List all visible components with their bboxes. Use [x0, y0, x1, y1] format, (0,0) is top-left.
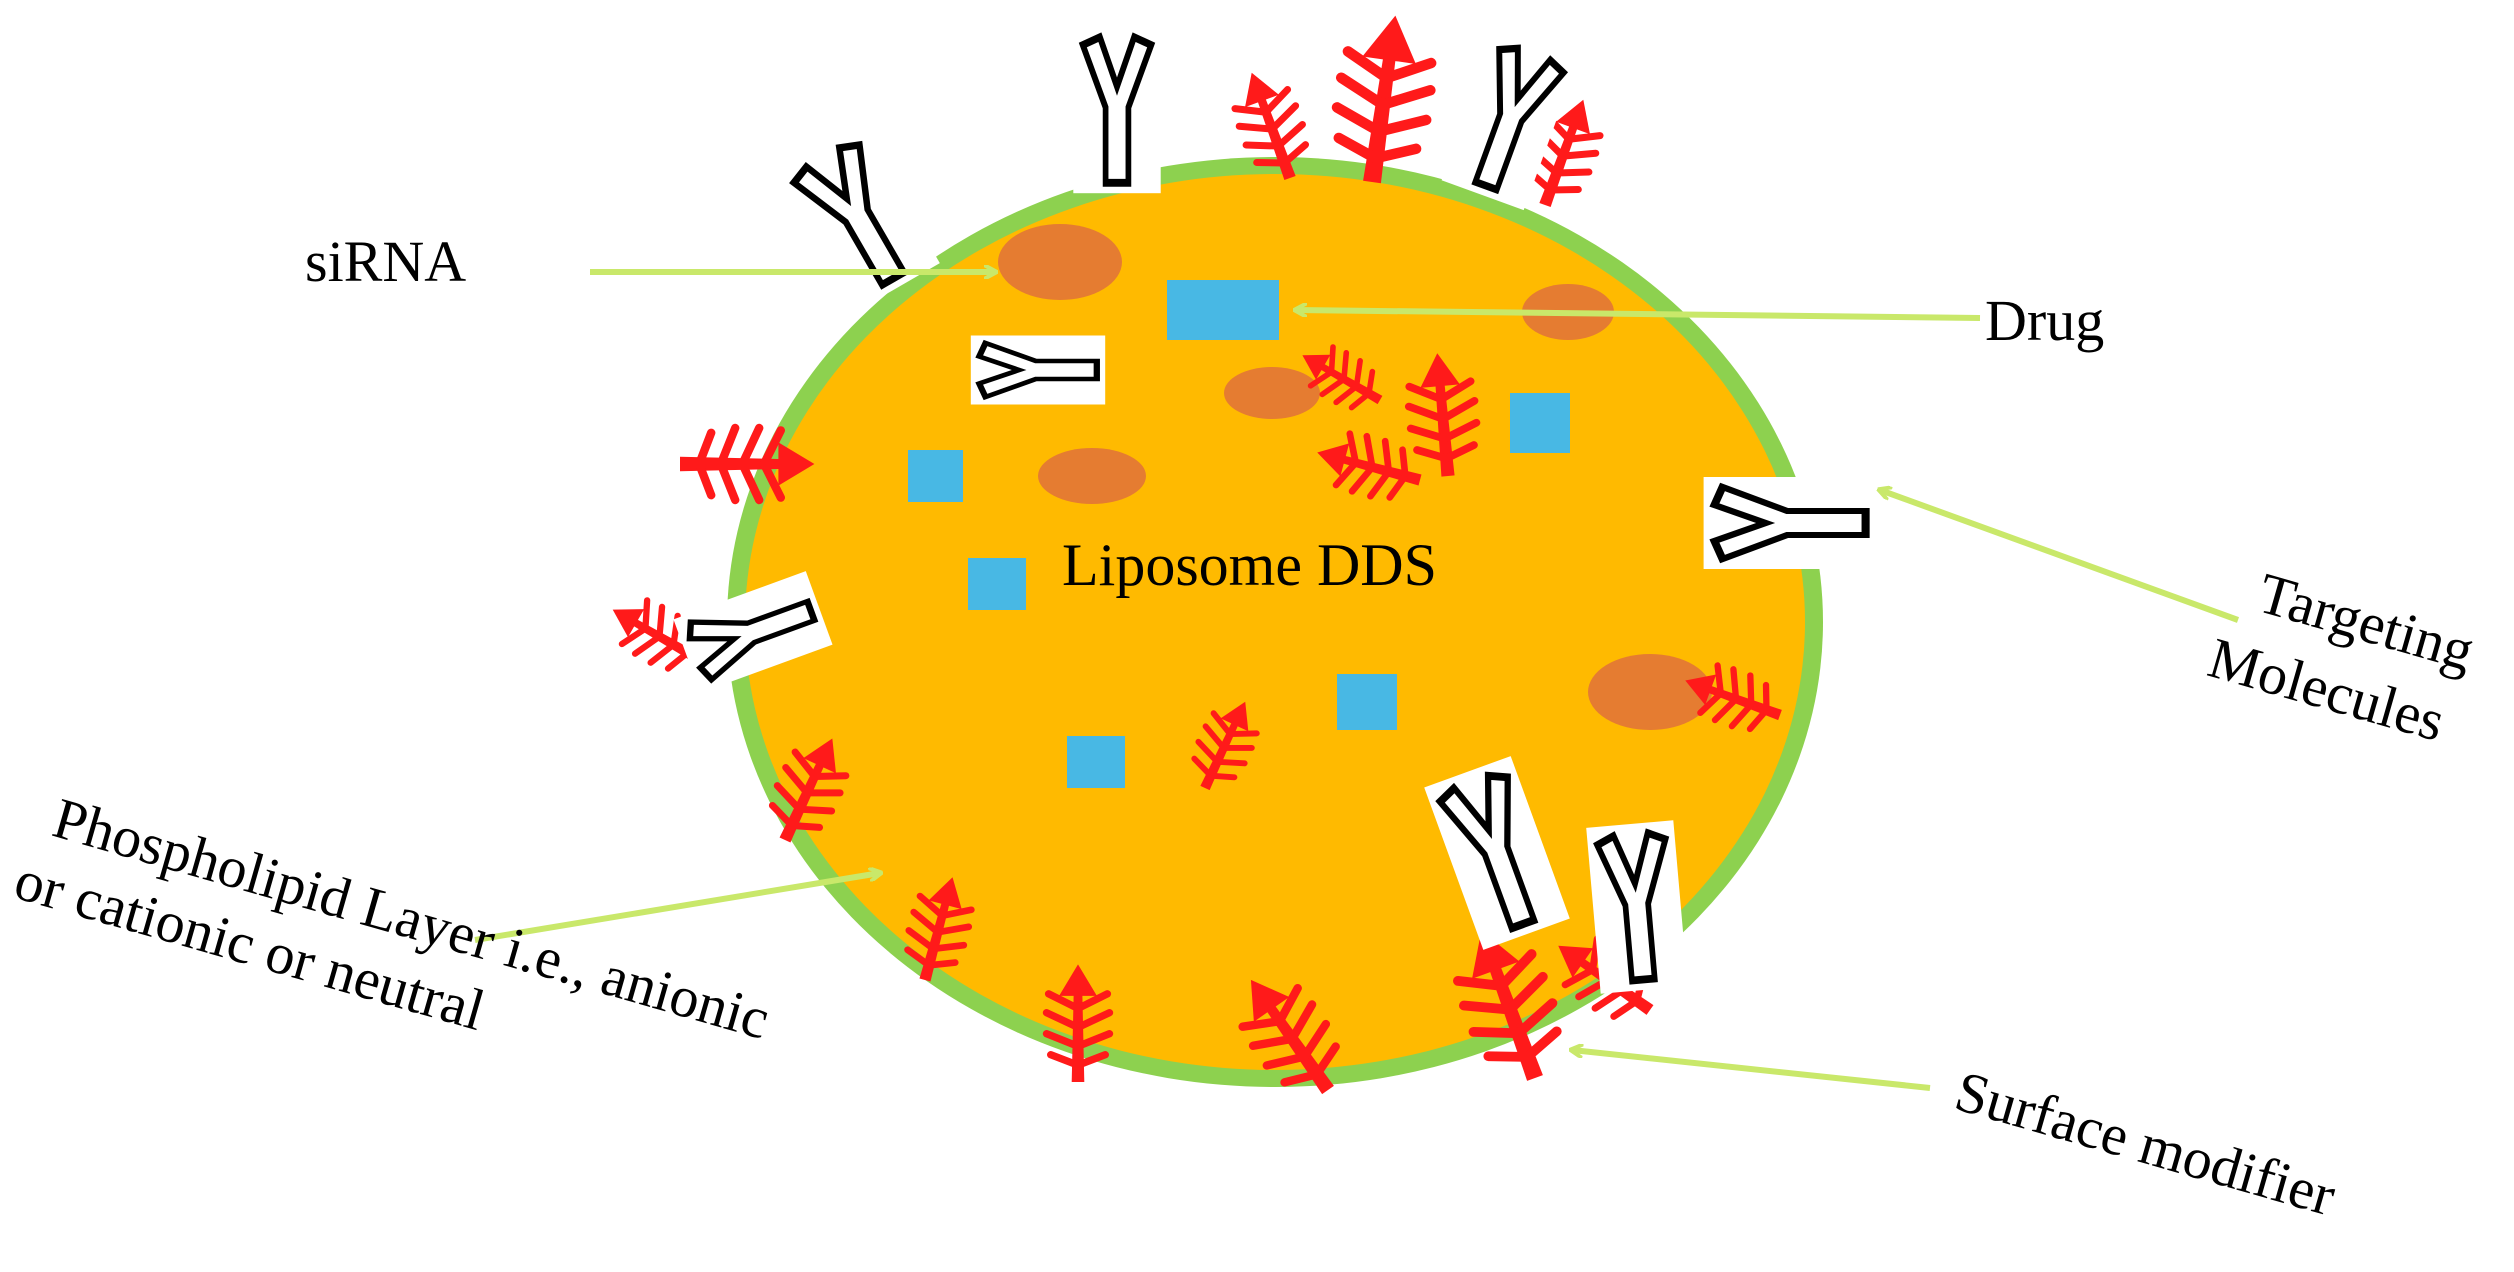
phospholipid-label: Phospholipid Layer i.e., anionic or cati…	[8, 785, 777, 1052]
drug-particle	[1337, 674, 1397, 730]
antibody-icon	[1704, 477, 1877, 569]
antibody-icon	[1586, 820, 1688, 993]
drug-arrow	[1296, 310, 1981, 321]
drug-particles	[908, 280, 1570, 788]
center-label: Liposome DDS	[1062, 532, 1437, 598]
antibody-icon	[1073, 27, 1160, 193]
sirna-particle	[1224, 367, 1320, 419]
drug-particle	[1510, 393, 1570, 453]
phospholipid-arrow	[474, 873, 880, 943]
sirna-particle	[1038, 448, 1146, 504]
drug-particle	[968, 558, 1026, 610]
antibody-icon	[971, 336, 1105, 405]
pointer-arrows	[474, 272, 2240, 1091]
targeting-arrow	[1880, 490, 2240, 623]
drug-particle	[1167, 280, 1279, 340]
drug-particle	[1067, 736, 1125, 788]
surface-modifier-label-text: Surface modifier	[1948, 1058, 2342, 1228]
sirna-particle	[1588, 654, 1712, 730]
drug-label: Drug	[1985, 288, 2104, 353]
drug-particle	[908, 450, 963, 502]
sirna-particle	[998, 224, 1122, 300]
sirna-label: siRNA	[305, 229, 466, 294]
surface-modifier-label: Surface modifier	[1948, 1058, 2342, 1228]
surface-modifier-arrow	[1572, 1050, 1931, 1091]
targeting-label: Targeting Molecules	[2202, 560, 2482, 754]
